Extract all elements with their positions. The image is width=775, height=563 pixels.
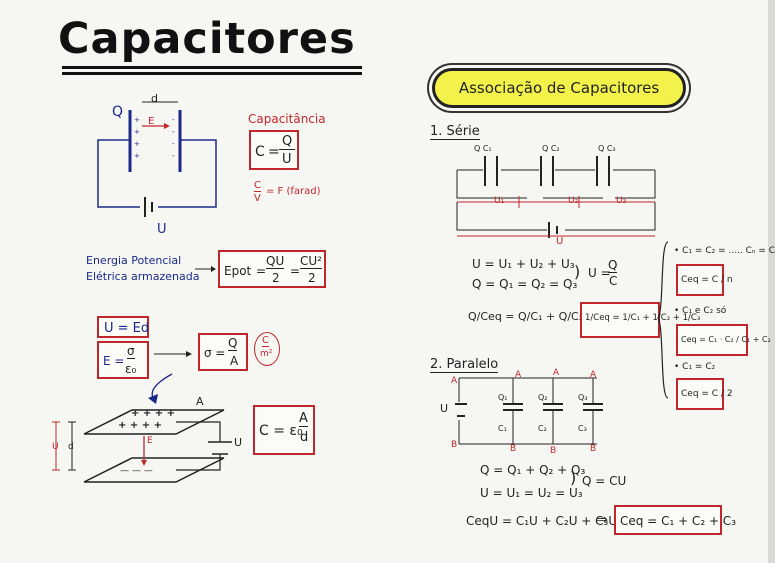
parallel-sum-eq: CeqU = C₁U + C₂U + C₃U: [466, 514, 618, 528]
cases-brace: [657, 241, 669, 399]
field-label: E: [148, 116, 155, 127]
parallel-result-box: Ceq = C₁ + C₂ + C₃: [614, 505, 736, 535]
area-label: A: [196, 395, 204, 408]
arrow-right-icon: [195, 266, 216, 272]
series-circuit-diagram: [456, 156, 656, 238]
series-heading: 1. Série: [430, 124, 480, 140]
svg-text:-: -: [172, 116, 175, 124]
parallel-charge-eq: Q = Q₁ + Q₂ + Q₃: [480, 463, 586, 477]
arrow-right-icon: [154, 351, 192, 357]
case2-result-box: Ceq = C₁ · C₂ / C₁ + C₂: [676, 324, 771, 356]
svg-text:+: +: [134, 116, 140, 124]
case3-result-box: Ceq = C / 2: [676, 378, 733, 410]
case1-result-box: Ceq = C / n: [676, 264, 733, 296]
parallel-plates-diagram: [52, 373, 232, 483]
charge-label: Q: [112, 104, 124, 120]
distance-label: d: [151, 92, 158, 105]
svg-text:+: +: [134, 152, 140, 160]
series-charge-eq: Q = Q₁ = Q₂ = Q₃: [472, 277, 578, 291]
parallel-voltage-eq: U = U₁ = U₂ = U₃: [480, 486, 583, 500]
unit-parenthesis: [254, 332, 280, 366]
title-underline-2: [62, 72, 362, 75]
parallel-heading: 2. Paralelo: [430, 357, 499, 373]
unit-farad: = F (farad): [266, 186, 321, 197]
series-result-box: 1/Ceq = 1/C₁ + 1/C₂ + 1/C₃: [580, 302, 700, 338]
page-title: Capacitores: [58, 14, 356, 64]
section-title: Associação de Capacitores: [458, 79, 660, 97]
plate-plus-charges: + + + +: [131, 408, 175, 419]
capacitance-formula-box: C = Q U: [249, 130, 299, 170]
svg-text:-: -: [172, 152, 175, 160]
energy-label-line1: Energia Potencial: [86, 254, 182, 267]
title-underline: [62, 66, 362, 69]
energy-formula-box: Epot = QU 2 = CU² 2: [218, 250, 326, 288]
series-voltage-eq: U = U₁ + U₂ + U₃: [472, 257, 575, 271]
voltage-label: U: [157, 222, 167, 237]
svg-text:+: +: [134, 128, 140, 136]
capacitor-circuit-diagram: + + + + - - - -: [97, 101, 217, 217]
section-title-banner: Associação de Capacitores: [432, 68, 686, 108]
plate-capacitance-formula-box: C = ε₀ A d: [253, 405, 315, 455]
svg-text:-: -: [172, 140, 175, 148]
field-formula-box: E = σ ε₀: [97, 341, 149, 379]
plate-minus-charges: — — —: [120, 466, 153, 476]
energy-label-line2: Elétrica armazenada: [86, 270, 200, 283]
surface-density-formula-box: σ = Q A: [198, 333, 248, 371]
capacitance-heading: Capacitância: [248, 112, 326, 126]
svg-text:-: -: [172, 128, 175, 136]
ued-formula-box: U = Ed: [97, 316, 149, 338]
implies-arrow-icon: ⇒: [596, 512, 608, 528]
svg-text:+: +: [134, 140, 140, 148]
parallel-circuit-diagram: [455, 377, 603, 445]
